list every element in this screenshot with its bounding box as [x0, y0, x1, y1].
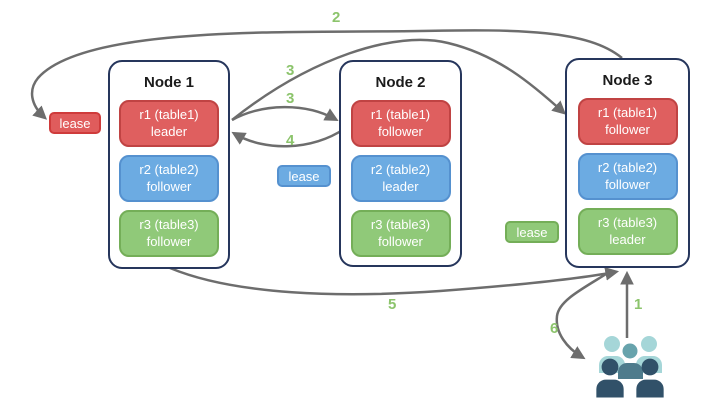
replica-role: follower [605, 176, 650, 192]
step-label-1: 1 [634, 296, 643, 313]
replica-r3-node1: r3 (table3) follower [119, 210, 219, 257]
replica-r2-node3: r2 (table2) follower [577, 153, 678, 200]
lease-badge-r2: lease [277, 165, 331, 187]
step-label-2: 2 [332, 9, 341, 26]
replica-name: r3 (table3) [597, 214, 658, 230]
replica-name: r3 (table3) [370, 216, 431, 232]
arrow-step-5-node1-to-node3 [169, 266, 620, 296]
lease-badge-r3: lease [505, 221, 559, 243]
replica-name: r1 (table1) [597, 104, 658, 120]
replica-role: follower [146, 178, 192, 194]
replica-role: follower [146, 233, 192, 249]
replica-name: r1 (table1) [139, 106, 199, 122]
step-label-4: 4 [286, 132, 295, 149]
node-3: Node 3 r1 (table1) follower r2 (table2) … [565, 58, 690, 268]
replica-name: r2 (table2) [597, 159, 658, 175]
step-label-6: 6 [550, 320, 559, 337]
arrow-step-3-leader-to-node2 [231, 105, 339, 122]
replica-r1-node2: r1 (table1) follower [350, 100, 451, 147]
step-label-3b: 3 [286, 90, 295, 107]
replica-role: follower [605, 121, 650, 137]
replica-name: r3 (table3) [139, 216, 199, 232]
node-title: Node 2 [375, 74, 426, 91]
lease-badge-r1: lease [49, 112, 101, 134]
replica-r1-node1: r1 (table1) leader [119, 100, 219, 147]
replica-role: leader [609, 231, 646, 247]
replica-name: r2 (table2) [139, 161, 199, 177]
replica-r3-node2: r3 (table3) follower [350, 210, 451, 257]
replica-r1-node3: r1 (table1) follower [577, 98, 678, 145]
middle-person [618, 343, 643, 379]
replica-r3-node3: r3 (table3) leader [577, 208, 678, 255]
replica-role: follower [378, 123, 423, 139]
node-title: Node 1 [143, 74, 194, 91]
replica-role: leader [150, 123, 188, 139]
node-title: Node 3 [602, 72, 653, 89]
replica-role: follower [378, 233, 423, 249]
users-group-icon [596, 336, 664, 398]
node-2: Node 2 r1 (table1) follower r2 (table2) … [339, 60, 462, 267]
replica-name: r2 (table2) [370, 161, 431, 177]
replica-r2-node1: r2 (table2) follower [119, 155, 219, 202]
step-label-5: 5 [388, 296, 397, 313]
step-label-3a: 3 [286, 62, 295, 79]
replica-role: leader [382, 178, 419, 194]
replica-name: r1 (table1) [370, 106, 431, 122]
replica-r2-node2: r2 (table2) leader [350, 155, 451, 202]
node-1: Node 1 r1 (table1) leader r2 (table2) fo… [108, 60, 230, 269]
